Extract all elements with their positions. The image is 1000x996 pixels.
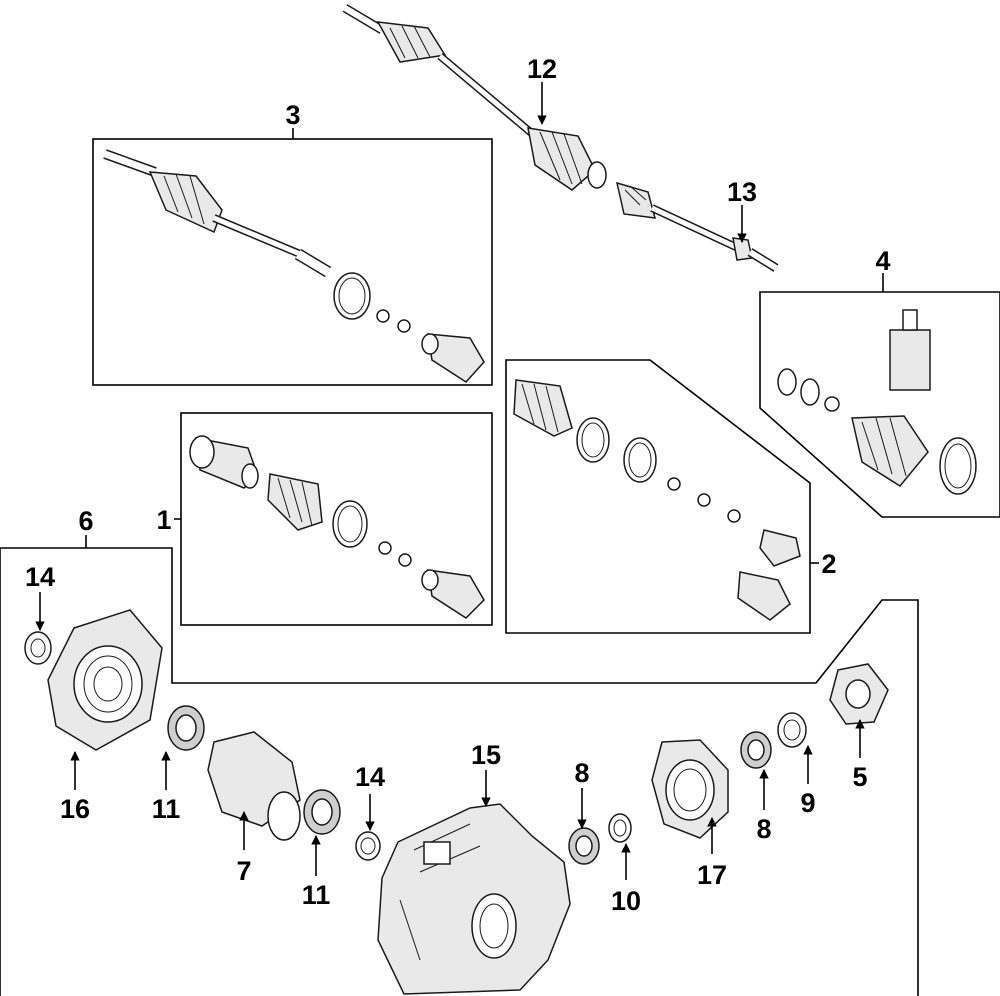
bearing-11-left: [167, 705, 205, 751]
callout-12: 12: [527, 54, 557, 84]
callout-10: 10: [611, 886, 641, 916]
joint-kit-1: [189, 435, 485, 619]
callout-2: 2: [821, 549, 836, 579]
callout-9: 9: [800, 788, 815, 818]
cover-16: [47, 609, 163, 751]
callout-11-right: 11: [302, 880, 331, 910]
callout-17: 17: [697, 860, 727, 890]
shim-10: [608, 813, 632, 843]
callout-8-right: 8: [756, 814, 771, 844]
callout-15: 15: [471, 740, 501, 770]
callout-8-left: 8: [574, 758, 589, 788]
seal-9: [777, 712, 807, 748]
bearing-11-right: [303, 789, 341, 835]
callout-14-left: 14: [25, 562, 55, 592]
callout-6: 6: [78, 506, 93, 536]
seal-14-left: [24, 631, 52, 665]
axle-shaft-3: [103, 149, 485, 383]
group-box-4: [759, 291, 1000, 518]
callout-14-right: 14: [355, 762, 385, 792]
callout-1: 1: [156, 505, 171, 535]
callout-3: 3: [285, 100, 300, 130]
callout-16: 16: [60, 794, 90, 824]
group-box-2: [505, 359, 811, 634]
callout-4: 4: [875, 246, 890, 276]
callout-13: 13: [727, 177, 757, 207]
flange-5: [829, 663, 889, 725]
carrier-housing-15: [377, 803, 571, 995]
callout-11-left: 11: [152, 794, 181, 824]
bearing-8-left: [568, 827, 600, 865]
pinion-gear-7: [207, 731, 301, 841]
joint-kit-2: [513, 379, 801, 621]
seal-14-right: [355, 831, 381, 861]
bearing-8-right: [740, 731, 772, 769]
axle-shaft-assembly-12: [342, 4, 607, 191]
inner-joint-13: [615, 181, 779, 272]
callout-7: 7: [236, 856, 251, 886]
group-box-6: [0, 547, 919, 996]
callout-5: 5: [852, 762, 867, 792]
boot-kit-4: [777, 309, 977, 495]
housing-17: [651, 739, 729, 839]
